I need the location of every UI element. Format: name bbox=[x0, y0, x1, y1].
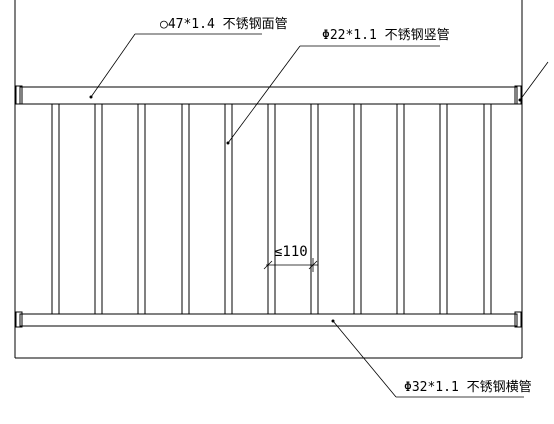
baluster-leader: Φ22*1.1 不锈钢竖管 bbox=[226, 28, 450, 145]
top-rail bbox=[19, 86, 518, 105]
baluster bbox=[483, 104, 492, 314]
spacing-dimension: ≤110 bbox=[263, 244, 318, 272]
bottom-rail-leader: Φ32*1.1 不锈钢横管 bbox=[331, 319, 532, 398]
baluster bbox=[353, 104, 362, 314]
baluster-label: Φ22*1.1 不锈钢竖管 bbox=[322, 28, 450, 43]
baluster bbox=[94, 104, 103, 314]
top-rail-label: ○47*1.4 不锈钢面管 bbox=[160, 17, 288, 32]
top-rail-leader: ○47*1.4 不锈钢面管 bbox=[89, 17, 288, 99]
right-post-leader bbox=[518, 61, 549, 102]
drawing-frame bbox=[14, 0, 523, 359]
baluster bbox=[137, 104, 146, 314]
baluster bbox=[396, 104, 405, 314]
baluster bbox=[181, 104, 190, 314]
baluster bbox=[224, 104, 233, 314]
baluster bbox=[267, 104, 276, 314]
baluster bbox=[51, 104, 60, 314]
spacing-label: ≤110 bbox=[274, 244, 308, 260]
baluster bbox=[439, 104, 448, 314]
baluster bbox=[310, 104, 319, 314]
bottom-rail bbox=[19, 313, 518, 327]
bottom-rail-label: Φ32*1.1 不锈钢横管 bbox=[404, 380, 532, 395]
baluster-group bbox=[51, 104, 492, 314]
rail-end-caps bbox=[15, 85, 522, 328]
